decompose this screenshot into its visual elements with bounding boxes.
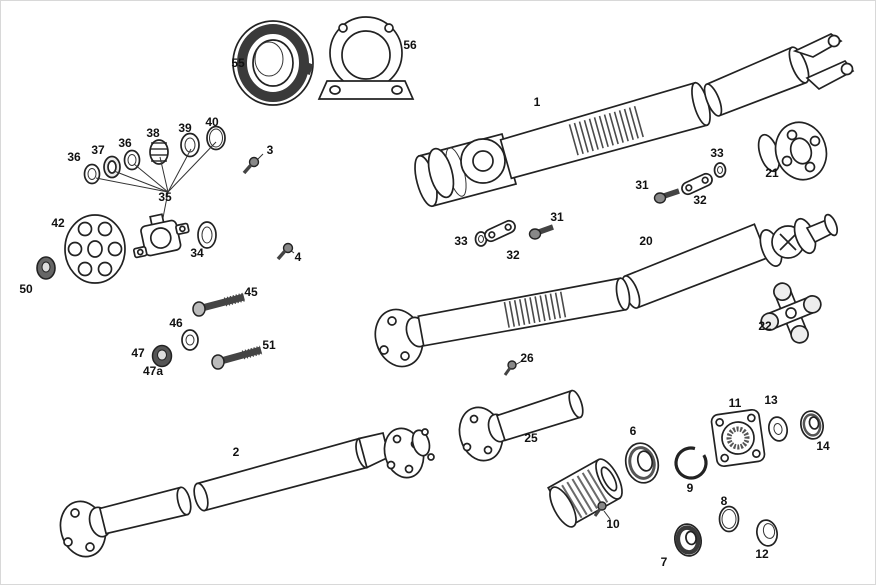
ring-36a bbox=[83, 163, 101, 185]
washer-46 bbox=[181, 329, 199, 351]
center-bearing-bracket bbox=[317, 16, 415, 100]
strap-32-upper bbox=[681, 172, 713, 196]
intermediate-shaft bbox=[374, 277, 631, 368]
stub-shaft bbox=[458, 389, 584, 462]
coupling-sleeve bbox=[547, 458, 623, 528]
center-support-bracket bbox=[95, 141, 217, 259]
spring-38 bbox=[149, 139, 169, 165]
ring-39 bbox=[180, 132, 200, 158]
bolt-4 bbox=[276, 242, 295, 261]
bearing-7 bbox=[674, 523, 702, 557]
ball-bearing-6 bbox=[624, 442, 660, 484]
nut-47 bbox=[151, 344, 173, 368]
nut-50 bbox=[36, 256, 56, 280]
bolt-10 bbox=[593, 501, 611, 520]
ring-33-mid bbox=[474, 231, 488, 247]
ring-36b bbox=[123, 149, 141, 171]
flex-disc bbox=[64, 214, 126, 284]
ring-33-upper bbox=[713, 162, 727, 178]
bolt-3 bbox=[242, 153, 264, 175]
ring-8 bbox=[718, 505, 740, 533]
bearing-14 bbox=[800, 410, 824, 440]
ring-40 bbox=[206, 125, 226, 151]
bolt-26 bbox=[503, 360, 523, 376]
companion-flange bbox=[757, 121, 828, 181]
universal-joint-cross bbox=[760, 282, 822, 344]
strap-32-mid bbox=[484, 219, 516, 243]
ring-37 bbox=[103, 155, 121, 179]
snap-ring-9 bbox=[674, 446, 708, 480]
bolt-45 bbox=[192, 292, 246, 317]
bolt-51 bbox=[211, 345, 263, 370]
driveshaft-front-section bbox=[621, 213, 839, 309]
rubber-mount-ring bbox=[232, 20, 314, 106]
ring-34 bbox=[197, 221, 217, 249]
bolt-31-mid bbox=[528, 224, 554, 240]
driveshaft-rear-section bbox=[414, 33, 855, 208]
center-bearing-housing-11 bbox=[710, 408, 766, 468]
washer-13 bbox=[767, 416, 789, 442]
front-driveshaft-tube bbox=[59, 427, 435, 558]
seal-ring-12 bbox=[756, 519, 778, 547]
bolt-31-upper bbox=[653, 188, 680, 204]
